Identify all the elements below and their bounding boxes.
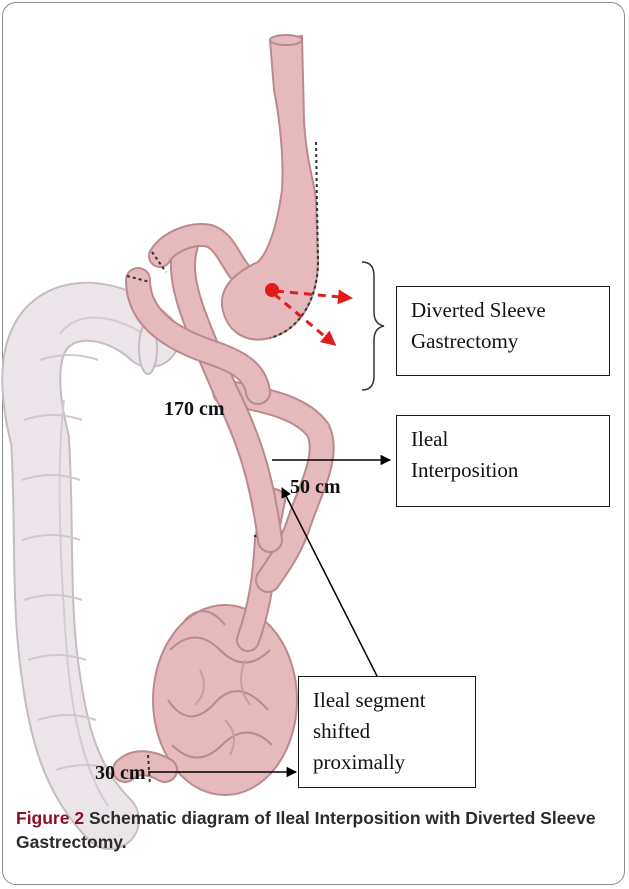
figure-caption: Figure 2 Schematic diagram of Ileal Inte…: [16, 806, 613, 854]
sleeve-label-line-2: Gastrectomy: [411, 326, 597, 357]
interposition-label-line-1: Ileal: [411, 424, 597, 455]
segment-label-line-2: shifted: [313, 716, 463, 747]
ileal-interposition-label: Ileal Interposition: [396, 415, 610, 507]
ileal-segment-label: Ileal segment shifted proximally: [298, 676, 476, 788]
measure-50cm: 50 cm: [290, 476, 341, 499]
figure-caption-text: Schematic diagram of Ileal Interposition…: [16, 808, 596, 852]
measure-170cm: 170 cm: [164, 398, 225, 421]
measure-30cm: 30 cm: [95, 762, 146, 785]
sleeve-brace: [362, 262, 384, 390]
segment-label-line-3: proximally: [313, 747, 463, 778]
sleeve-gastrectomy-label: Diverted Sleeve Gastrectomy: [396, 286, 610, 376]
colon: [22, 312, 157, 820]
sleeve-label-line-1: Diverted Sleeve: [411, 295, 597, 326]
segment-label-line-1: Ileal segment: [313, 685, 463, 716]
figure-label: Figure 2: [16, 808, 84, 828]
segment-up-arrow: [282, 488, 377, 676]
interposition-label-line-2: Interposition: [411, 455, 597, 486]
